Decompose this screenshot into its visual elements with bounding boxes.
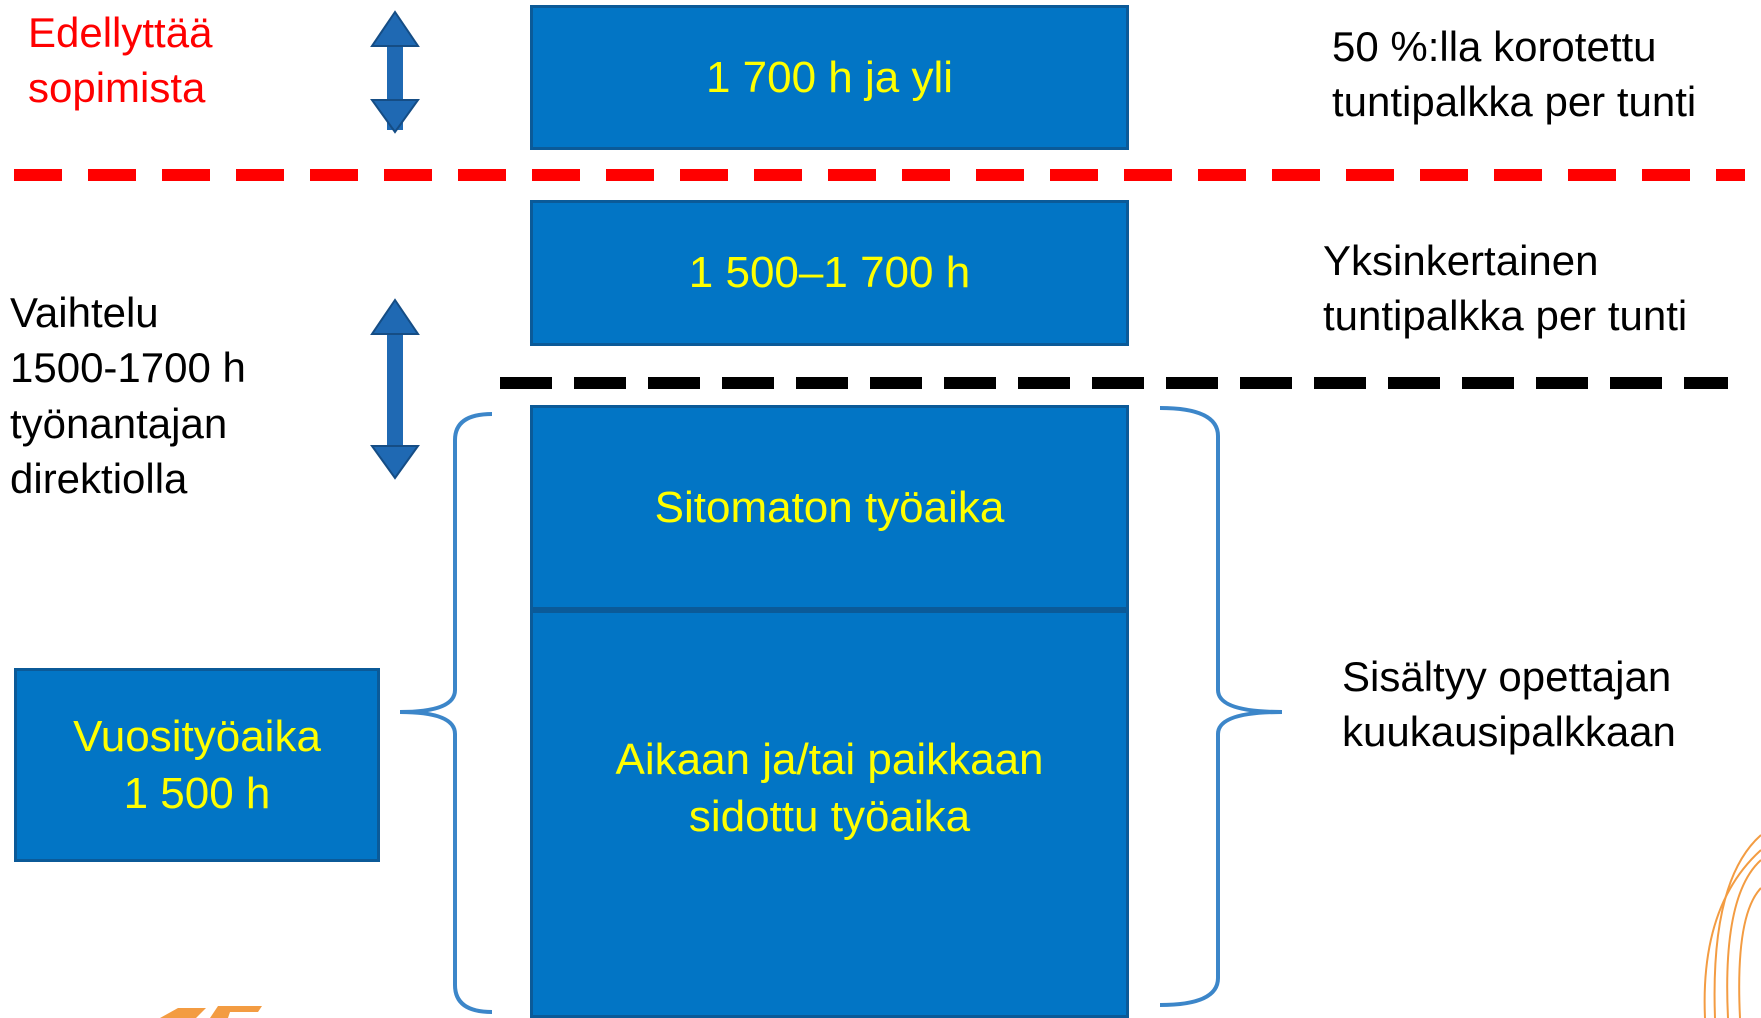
right-curly-bracket <box>1159 406 1283 1007</box>
single-pay-label: Yksinkertainen tuntipalkka per tunti <box>1323 237 1688 339</box>
logo-fragment <box>160 1006 262 1018</box>
variation-label: Vaihtelu 1500-1700 h työnantajan direkti… <box>10 289 246 503</box>
box-1500-1700: 1 500–1 700 h <box>530 200 1129 346</box>
box-bound-worktime: Aikaan ja/tai paikkaan sidottu työaika <box>530 610 1129 1018</box>
box-over-1700: 1 700 h ja yli <box>530 5 1129 150</box>
left-curly-bracket <box>399 412 493 1014</box>
included-in-salary-label: Sisältyy opettajan kuukausipalkkaan <box>1342 653 1676 755</box>
box-annual-worktime: Vuosityöaika 1 500 h <box>14 668 380 862</box>
decorative-curves <box>1703 834 1761 1018</box>
increased-pay-label: 50 %:lla korotettu tuntipalkka per tunti <box>1332 23 1697 125</box>
box-unbound-worktime: Sitomaton työaika <box>530 405 1129 610</box>
middle-double-arrow-icon <box>370 298 420 480</box>
requires-agreement-label: Edellyttää sopimista <box>28 9 213 111</box>
top-double-arrow-icon <box>370 10 420 134</box>
